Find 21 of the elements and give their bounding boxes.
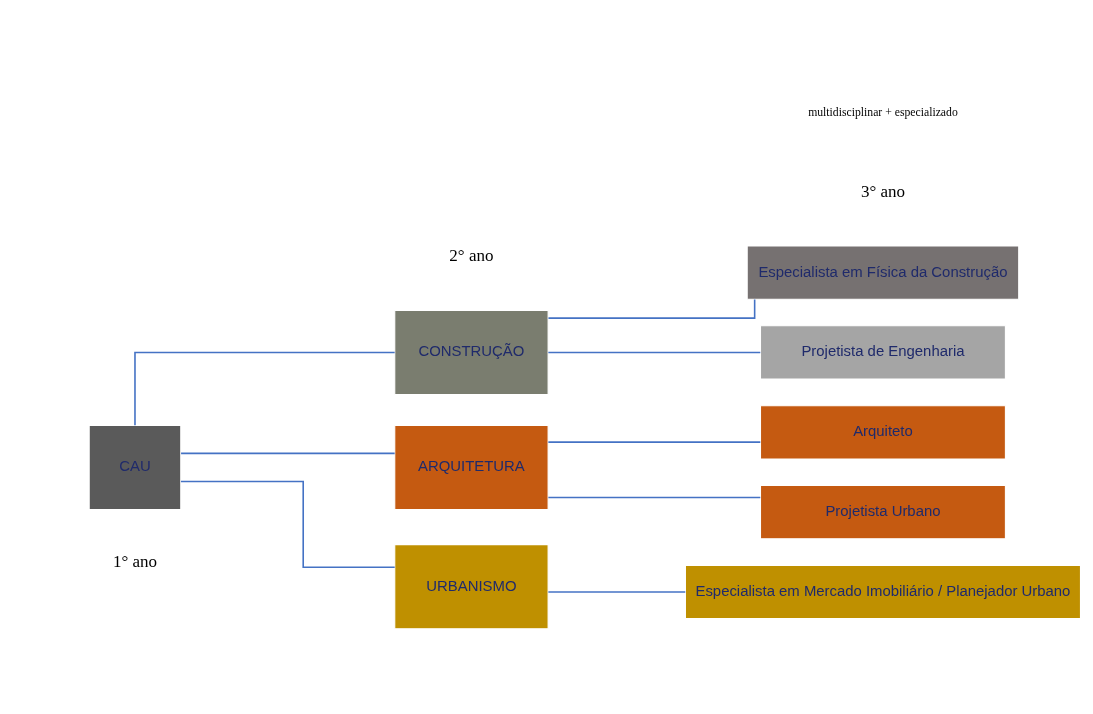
node-box: ARQUITETURA [394, 424, 549, 510]
connector [180, 480, 396, 568]
connector [547, 496, 762, 498]
connector [547, 298, 756, 319]
connector [180, 452, 396, 454]
node-box: Projetista de Engenharia [760, 324, 1006, 380]
connector [547, 351, 762, 353]
node-box: URBANISMO [394, 543, 549, 629]
connector [547, 590, 687, 593]
connector [547, 440, 762, 443]
node-box: Projetista Urbano [760, 484, 1006, 539]
label: 1° ano [112, 551, 158, 571]
connector [134, 351, 396, 426]
label: 3° ano [860, 181, 906, 201]
label: 2° ano [449, 245, 494, 265]
node-box: Especialista em Física da Construção [746, 244, 1020, 300]
node-box: CAU [88, 424, 182, 510]
node-box: Arquiteto [760, 404, 1006, 459]
label: multidisciplinar + especializado [808, 105, 958, 119]
node-box: CONSTRUÇÃO [394, 309, 549, 395]
node-box: Especialista em Mercado Imobiliário / Planejador Urbano [684, 564, 1081, 619]
